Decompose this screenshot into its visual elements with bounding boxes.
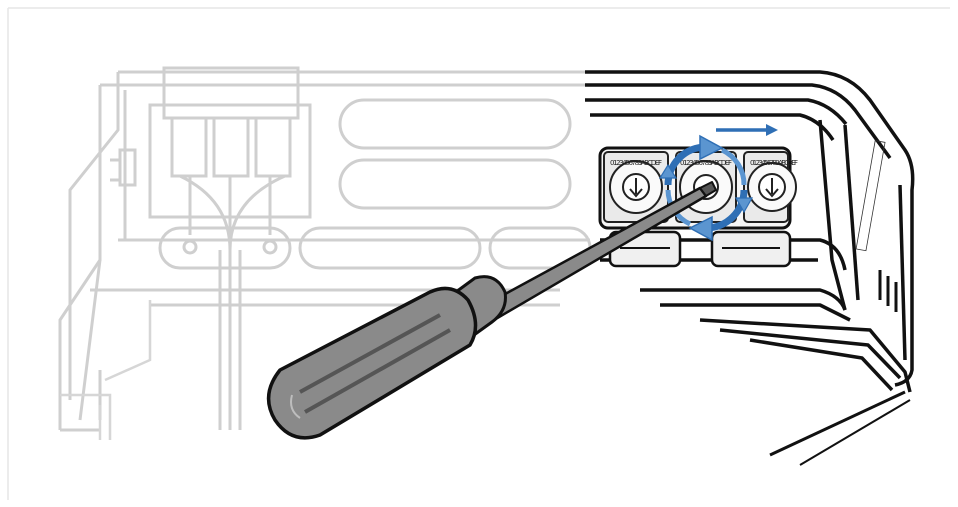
base-edge-line: [769, 390, 906, 457]
rotary-switch-left: 0123456789ABCDEF: [603, 151, 669, 223]
screwdriver-icon: [266, 181, 717, 440]
switch-right-digits: 0123456789ABCDEF: [750, 159, 798, 167]
terminal-block-icon: [148, 66, 312, 430]
switch-left-digits: 0123456789ABCDEF: [610, 159, 662, 167]
rotary-switch-icon: 0123456789ABCDEF: [743, 151, 798, 223]
brand-stripe: [855, 140, 886, 252]
ghost-base: [60, 300, 152, 440]
slide-right-arrow-icon: [716, 124, 778, 136]
rotate-arrow-icon: [658, 134, 754, 242]
solid-housing: [585, 70, 915, 393]
switch-center-digits: 0123456789ABCDEF: [680, 159, 732, 167]
base-edge-line-2: [799, 399, 911, 466]
